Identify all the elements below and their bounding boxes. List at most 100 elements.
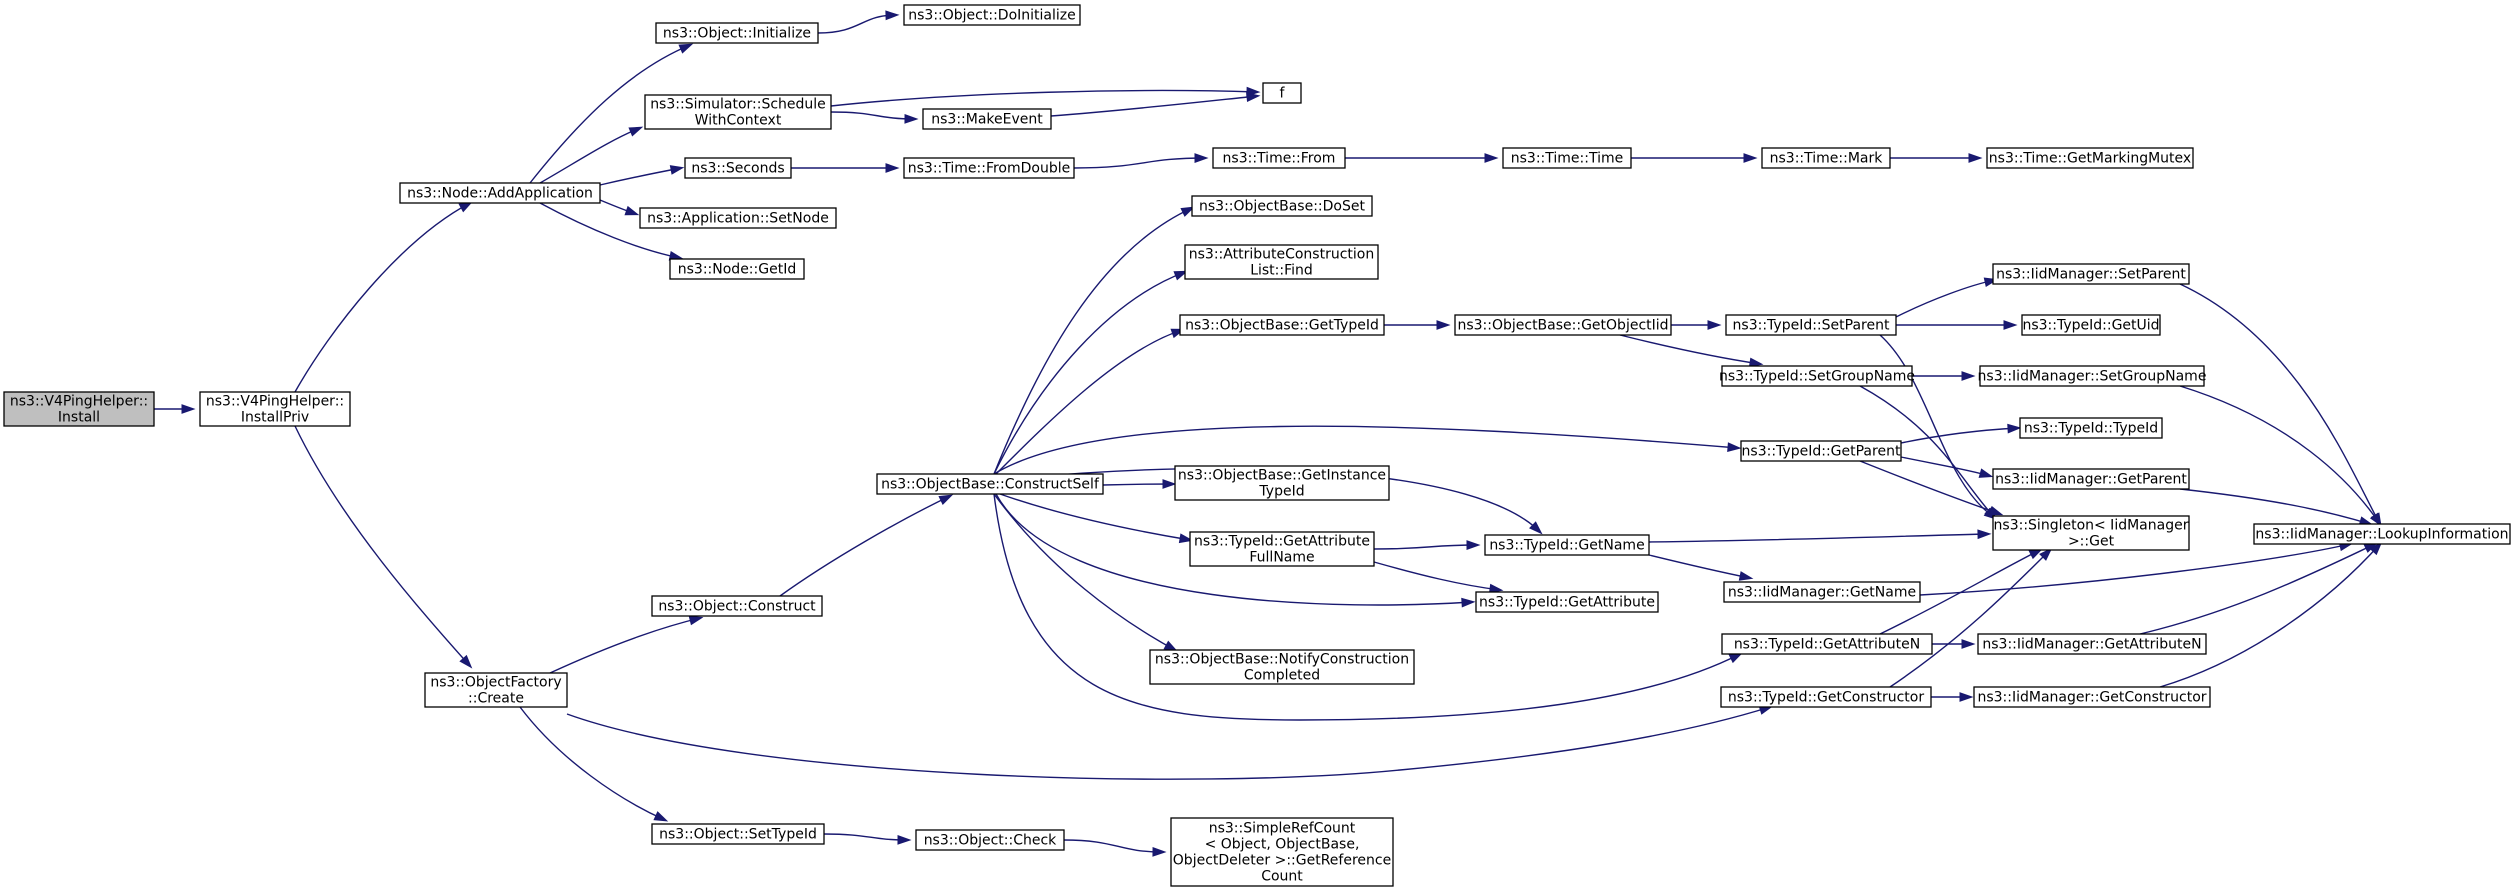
node-n11[interactable]: ns3::MakeEvent: [922, 108, 1052, 130]
node-box[interactable]: [1484, 534, 1650, 556]
node-box[interactable]: [922, 108, 1052, 130]
node-n34[interactable]: ns3::TypeId::GetParent: [1740, 440, 1902, 462]
node-n2[interactable]: ns3::Node::AddApplication: [399, 182, 601, 204]
node-n3[interactable]: ns3::ObjectFactory::Create: [424, 672, 568, 708]
node-n41[interactable]: ns3::IidManager::GetParent: [1992, 468, 2190, 490]
edge-n19-n42: [1889, 547, 2053, 688]
node-n37[interactable]: ns3::IidManager::SetParent: [1992, 263, 2190, 285]
node-box[interactable]: [1174, 465, 1390, 501]
node-n28[interactable]: ns3::ObjectBase::NotifyConstructionCompl…: [1149, 649, 1415, 685]
node-box[interactable]: [1725, 314, 1897, 336]
node-n44[interactable]: ns3::IidManager::GetConstructor: [1973, 686, 2211, 708]
node-box[interactable]: [1986, 147, 2194, 169]
node-n33[interactable]: ns3::TypeId::SetGroupName: [1719, 365, 1915, 387]
node-box[interactable]: [2019, 417, 2163, 439]
node-box[interactable]: [1992, 263, 2190, 285]
node-n12[interactable]: ns3::Time::FromDouble: [903, 157, 1075, 179]
node-n1[interactable]: ns3::V4PingHelper::InstallPriv: [199, 391, 351, 427]
node-box[interactable]: [1184, 244, 1379, 280]
node-n43[interactable]: ns3::IidManager::GetAttributeN: [1977, 633, 2207, 655]
node-label: ns3::TypeId::GetConstructor: [1728, 690, 1924, 706]
node-box[interactable]: [1721, 633, 1933, 655]
node-label: ::Create: [468, 691, 524, 707]
node-box[interactable]: [1179, 314, 1385, 336]
node-box[interactable]: [1979, 365, 2205, 387]
node-n19[interactable]: ns3::TypeId::GetConstructor: [1720, 686, 1932, 708]
node-box[interactable]: [1149, 649, 1415, 685]
node-box[interactable]: [3, 391, 155, 427]
edge-arrowhead: [885, 163, 900, 173]
node-n39[interactable]: ns3::IidManager::SetGroupName: [1978, 365, 2207, 387]
node-box[interactable]: [1761, 147, 1891, 169]
node-n40[interactable]: ns3::TypeId::TypeId: [2019, 417, 2163, 439]
node-box[interactable]: [1720, 686, 1932, 708]
node-n17[interactable]: ns3::Object::Construct: [651, 595, 823, 617]
node-box[interactable]: [199, 391, 351, 427]
node-box[interactable]: [1475, 591, 1659, 613]
node-n45[interactable]: ns3::IidManager::LookupInformation: [2253, 523, 2511, 545]
node-n18[interactable]: ns3::Object::SetTypeId: [651, 823, 825, 845]
edge-arrowhead: [1959, 692, 1974, 702]
node-n15[interactable]: ns3::Time::Mark: [1761, 147, 1891, 169]
node-box[interactable]: [1454, 314, 1672, 336]
edge-n44-n45: [2159, 541, 2383, 688]
node-n21[interactable]: ns3::Object::Check: [915, 829, 1065, 851]
node-n6[interactable]: ns3::Seconds: [684, 157, 792, 179]
node-box[interactable]: [424, 672, 568, 708]
node-box[interactable]: [1262, 82, 1302, 104]
node-n20[interactable]: ns3::ObjectBase::ConstructSelf: [876, 473, 1104, 495]
node-box[interactable]: [684, 157, 792, 179]
node-box[interactable]: [1170, 817, 1394, 887]
node-box[interactable]: [1721, 365, 1913, 387]
node-box[interactable]: [1977, 633, 2207, 655]
node-box[interactable]: [2021, 314, 2161, 336]
node-n31[interactable]: ns3::TypeId::GetAttribute: [1475, 591, 1659, 613]
node-n35[interactable]: ns3::IidManager::GetName: [1723, 581, 1921, 603]
node-n8[interactable]: ns3::Node::GetId: [669, 258, 805, 280]
node-box[interactable]: [903, 4, 1081, 26]
node-box[interactable]: [1740, 440, 1902, 462]
node-box[interactable]: [1212, 147, 1346, 169]
node-box[interactable]: [2253, 523, 2511, 545]
node-n0[interactable]: ns3::V4PingHelper::Install: [3, 391, 155, 427]
node-n9[interactable]: ns3::Object::DoInitialize: [903, 4, 1081, 26]
node-n30[interactable]: ns3::TypeId::GetName: [1484, 534, 1650, 556]
node-box[interactable]: [1992, 515, 2190, 551]
node-box[interactable]: [1973, 686, 2211, 708]
node-n32[interactable]: ns3::TypeId::SetParent: [1725, 314, 1897, 336]
node-n25[interactable]: ns3::ObjectBase::GetTypeId: [1179, 314, 1385, 336]
node-box[interactable]: [1502, 147, 1632, 169]
node-n10[interactable]: f: [1262, 82, 1302, 104]
node-n4[interactable]: ns3::Object::Initialize: [655, 22, 819, 44]
node-n23[interactable]: ns3::ObjectBase::DoSet: [1191, 195, 1373, 217]
edge-arrowhead: [624, 205, 640, 216]
node-n42[interactable]: ns3::Singleton< IidManager>::Get: [1992, 515, 2190, 551]
node-n14[interactable]: ns3::Time::Time: [1502, 147, 1632, 169]
node-box[interactable]: [639, 207, 837, 229]
node-box[interactable]: [651, 595, 823, 617]
node-box[interactable]: [915, 829, 1065, 851]
node-n38[interactable]: ns3::TypeId::GetUid: [2021, 314, 2161, 336]
node-box[interactable]: [399, 182, 601, 204]
node-box[interactable]: [669, 258, 805, 280]
node-box[interactable]: [1191, 195, 1373, 217]
node-n13[interactable]: ns3::Time::From: [1212, 147, 1346, 169]
node-n22[interactable]: ns3::SimpleRefCount< Object, ObjectBase,…: [1170, 817, 1394, 887]
node-box[interactable]: [1723, 581, 1921, 603]
node-box[interactable]: [1992, 468, 2190, 490]
node-n29[interactable]: ns3::ObjectBase::GetObjectIid: [1454, 314, 1672, 336]
node-box[interactable]: [651, 823, 825, 845]
node-box[interactable]: [903, 157, 1075, 179]
node-label: ns3::Object::Check: [924, 833, 1057, 849]
node-box[interactable]: [876, 473, 1104, 495]
node-n16[interactable]: ns3::Time::GetMarkingMutex: [1986, 147, 2194, 169]
node-box[interactable]: [644, 94, 832, 130]
node-box[interactable]: [1189, 531, 1375, 567]
node-box[interactable]: [655, 22, 819, 44]
node-n7[interactable]: ns3::Application::SetNode: [639, 207, 837, 229]
node-n36[interactable]: ns3::TypeId::GetAttributeN: [1721, 633, 1933, 655]
